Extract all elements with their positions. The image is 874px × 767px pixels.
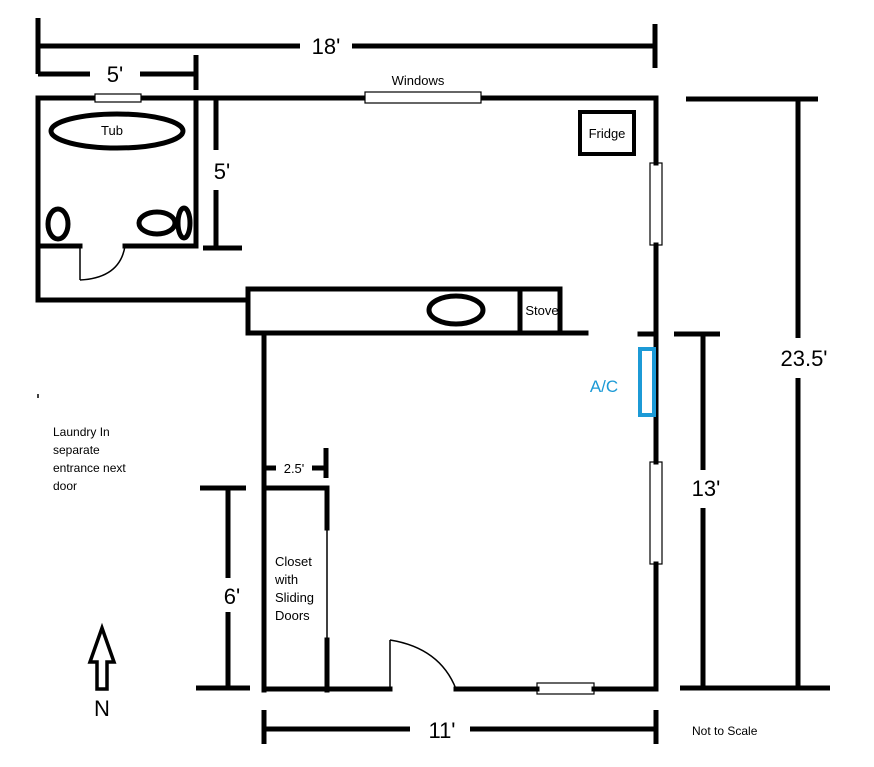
not-to-scale-note: Not to Scale [692, 724, 758, 738]
stove-label: Stove [525, 303, 558, 318]
dimension-top-width-label: 18' [312, 34, 341, 59]
dimension-bath-width-label: 5' [107, 62, 123, 87]
dimension-bath-depth-label: 5' [214, 159, 230, 184]
dimension-top-width: 18' [35, 18, 658, 74]
dimension-lower-depth: 13' [674, 331, 721, 688]
dimension-total-depth-label: 23.5' [780, 346, 827, 371]
north-arrow: N [87, 622, 117, 721]
window-south [536, 682, 595, 695]
window-bath [94, 93, 142, 103]
arrow-up-outline-icon [87, 622, 117, 691]
laundry-note-line4: door [53, 479, 77, 493]
dimension-closet-depth: 6' [196, 485, 250, 691]
dimension-closet-depth-label: 6' [224, 584, 240, 609]
laundry-note: Laundry In separate entrance next door [37, 394, 126, 493]
laundry-note-line1: Laundry In [53, 425, 110, 439]
ac-unit: A/C [590, 347, 656, 417]
dimension-lower-depth-label: 13' [692, 476, 721, 501]
tub-label: Tub [101, 123, 123, 138]
laundry-note-line2: separate [53, 443, 100, 457]
windows-label: Windows [392, 73, 445, 88]
dimension-bath-width: 5' [38, 55, 199, 90]
dimension-closet-width: 2.5' [262, 448, 329, 478]
dimension-closet-width-label: 2.5' [284, 461, 305, 476]
kitchen-sink [426, 293, 486, 327]
window-north [364, 91, 482, 104]
closet-label-line4: Doors [275, 608, 310, 623]
dimension-bottom-width-label: 11' [428, 718, 455, 743]
closet-label-line1: Closet [275, 554, 312, 569]
dimension-total-depth: 23.5' [680, 96, 830, 691]
fridge-label: Fridge [589, 126, 626, 141]
toilet-tank [175, 205, 193, 241]
kitchen-counter: Stove [245, 286, 589, 336]
dimension-bath-depth: 5' [203, 98, 242, 251]
bathroom: Tub [35, 95, 658, 303]
closet-label-line2: with [274, 572, 298, 587]
fridge: Fridge [578, 110, 636, 156]
tub [48, 111, 186, 151]
window-east-upper [649, 162, 663, 246]
window-east-lower [649, 461, 663, 565]
windows: Windows [94, 73, 663, 695]
north-label: N [94, 696, 110, 721]
closet: Closet with Sliding Doors [261, 485, 330, 693]
closet-label-line3: Sliding [275, 590, 314, 605]
dimension-bottom-width: 11' [261, 710, 659, 744]
bathroom-sink [45, 206, 71, 242]
toilet-bowl [136, 209, 178, 237]
ac-label: A/C [590, 377, 618, 396]
laundry-note-line3: entrance next [53, 461, 126, 475]
